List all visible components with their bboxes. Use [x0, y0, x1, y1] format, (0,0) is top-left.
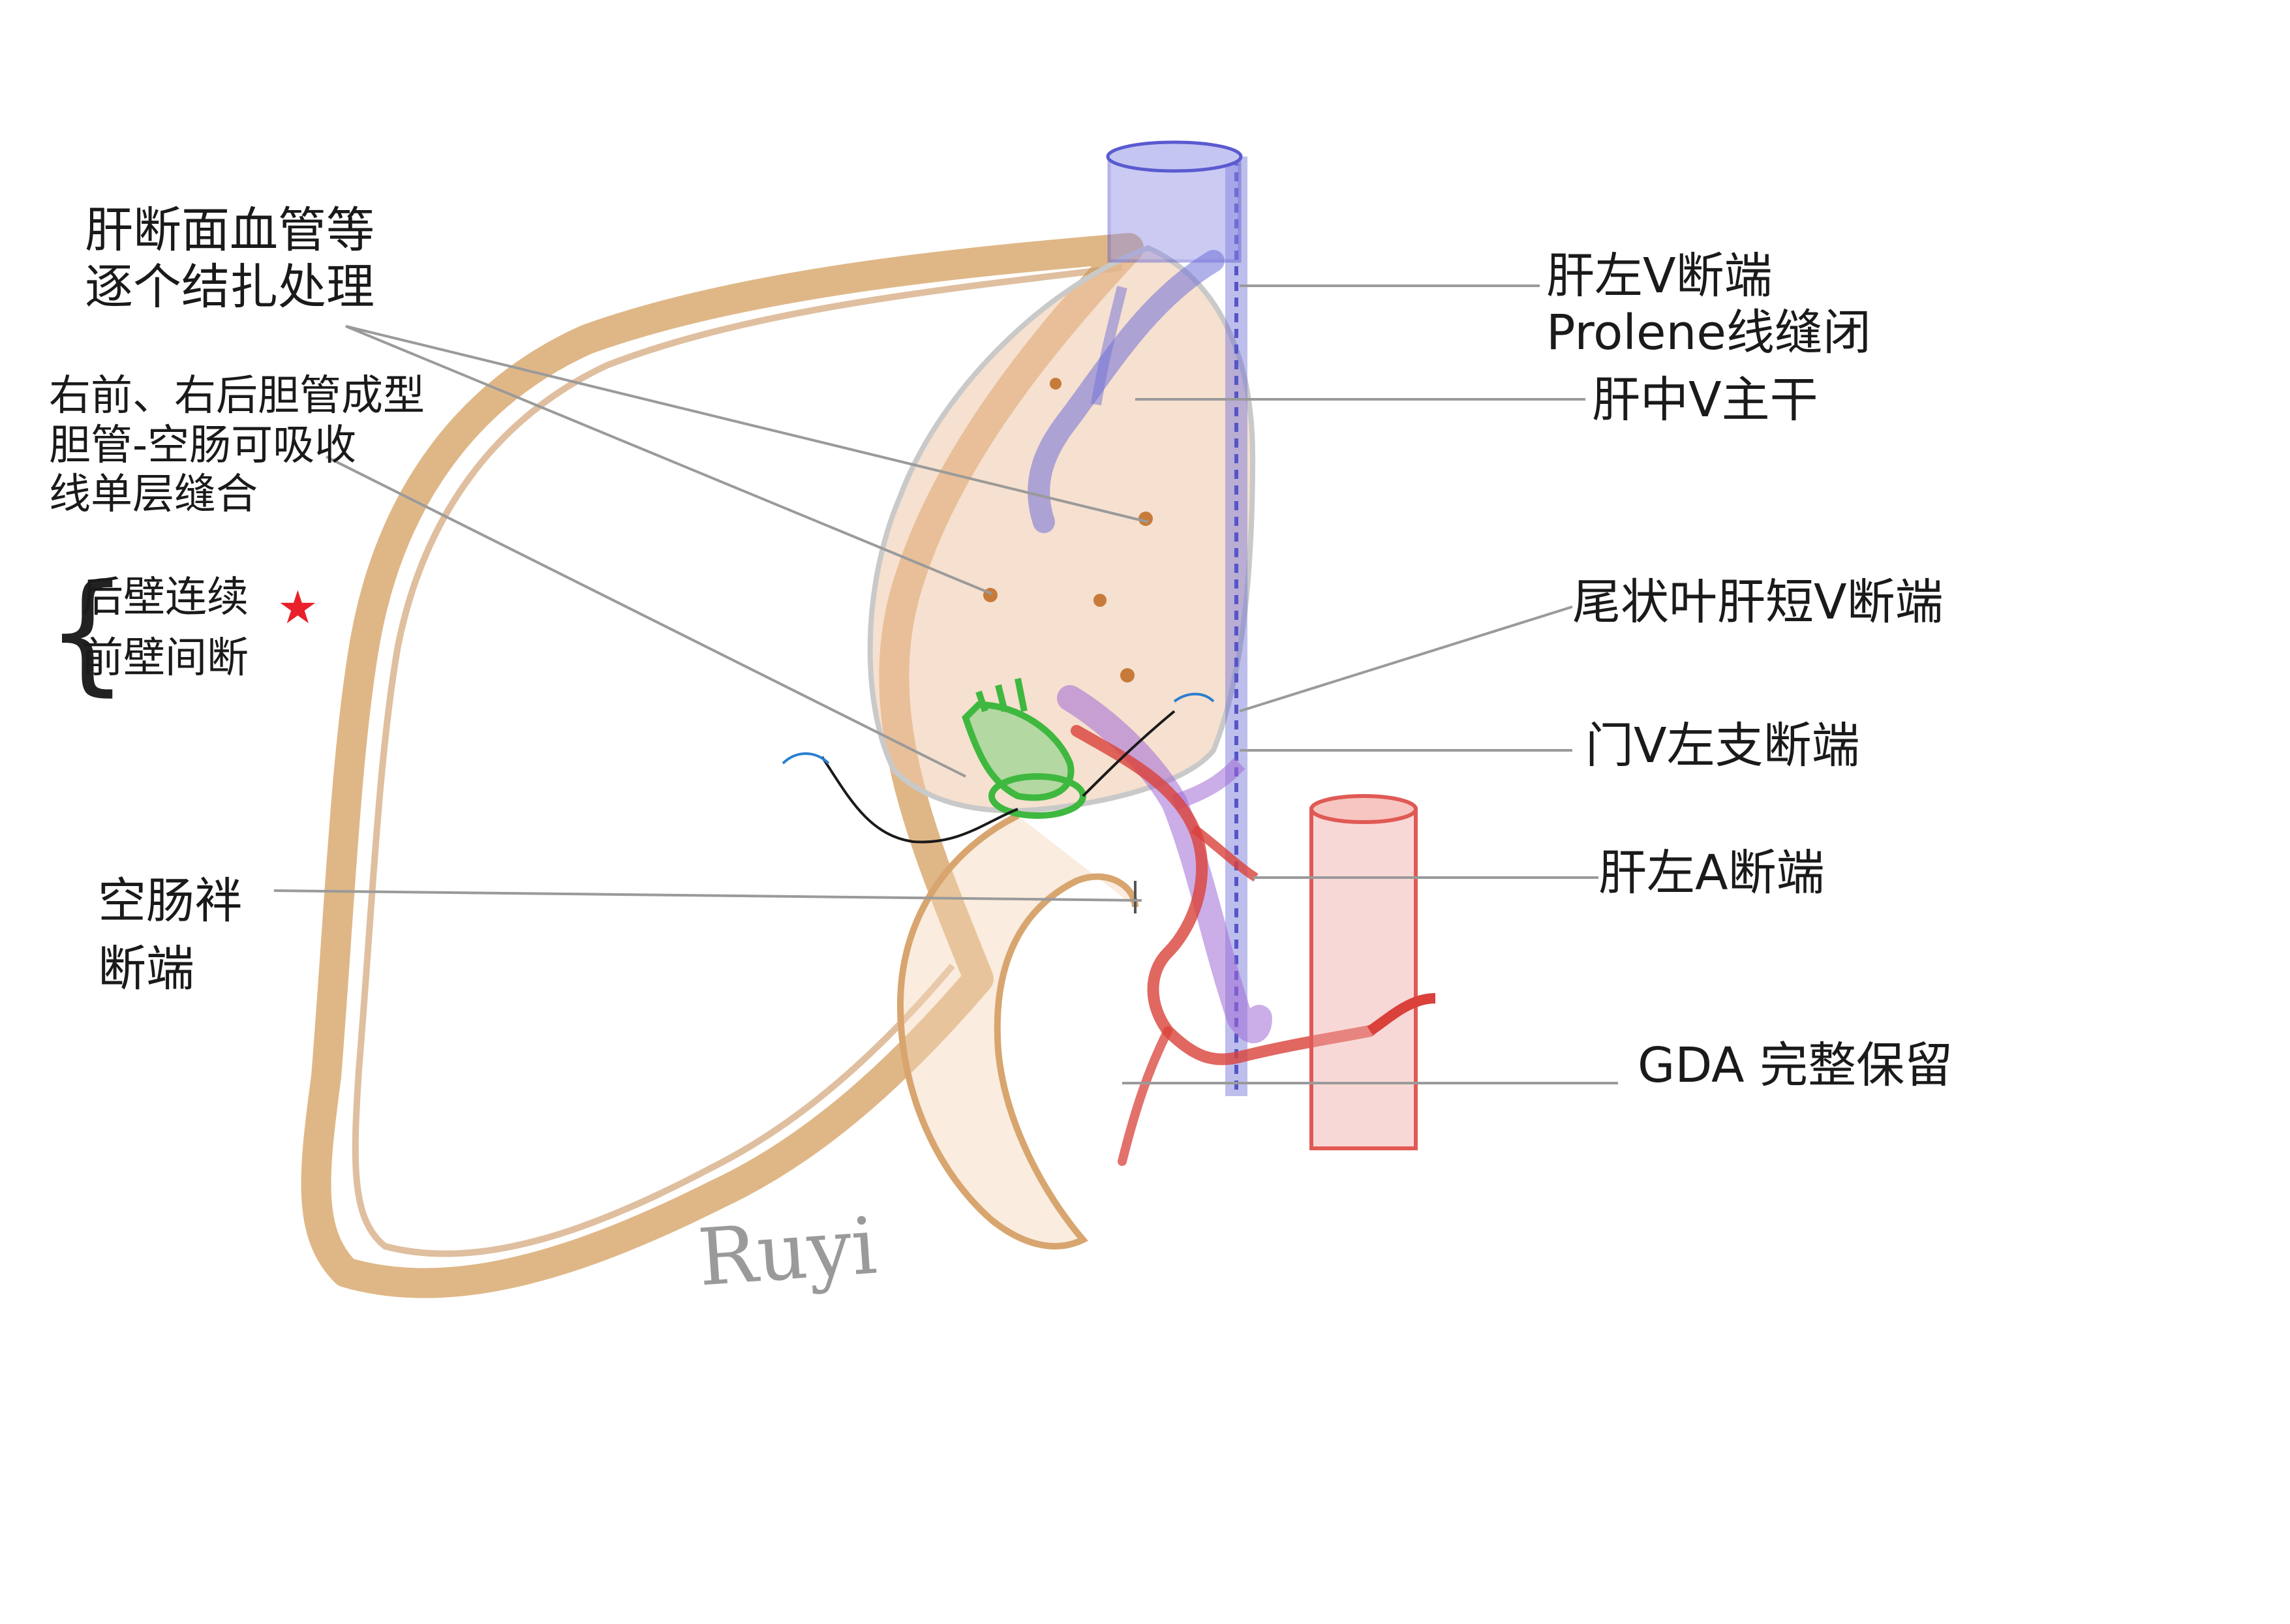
leader-lines — [273, 284, 1618, 1084]
star-icon: ★ — [277, 581, 318, 634]
gda-artery — [1118, 1026, 1172, 1166]
portal-vein — [1057, 685, 1272, 1043]
left-hepatic-vein-stump — [1106, 140, 1243, 263]
label-hepatic-surface-line2: 逐个结扎处理 — [85, 259, 374, 316]
label-jejunal-loop-line1: 空肠袢 — [98, 873, 243, 929]
label-gda: GDA 完整保留 — [1638, 1037, 1953, 1094]
label-jejunal-loop-line2: 断端 — [98, 940, 194, 997]
label-bile-duct-sub: 后壁连续 前壁间断 — [82, 568, 249, 689]
label-left-hepatic-artery: 肝左A断端 — [1598, 845, 1825, 901]
label-jejunal-loop: 空肠袢 断端 — [98, 868, 243, 1003]
label-anterior-wall: 前壁间断 — [82, 634, 249, 682]
hepatic-artery — [1071, 725, 1376, 1065]
label-hepatic-surface: 肝断面血管等 逐个结扎处理 — [85, 202, 374, 316]
jejunal-loop — [896, 812, 1138, 1249]
label-bile-duct: 右前、右后胆管成型 胆管-空肠可吸收 线单层缝合 — [49, 372, 425, 520]
brace-icon: { — [46, 557, 129, 709]
hepatic-cut-surface — [867, 245, 1256, 814]
suture-thread — [821, 756, 1018, 844]
label-left-hepatic-vein: 肝左V断端 Prolene线缝闭 — [1546, 248, 1871, 362]
label-bile-duct-line2: 胆管-空肠可吸收 — [49, 421, 357, 470]
label-posterior-wall: 后壁连续 — [82, 574, 249, 622]
label-portal-vein-left: 门V左支断端 — [1585, 718, 1860, 774]
label-bile-duct-line3: 线单层缝合 — [49, 470, 258, 519]
label-caudate-vein: 尾状叶肝短V断端 — [1572, 574, 1944, 630]
aorta — [1309, 794, 1436, 1150]
label-middle-hepatic-vein: 肝中V主干 — [1592, 372, 1818, 428]
liver-outline-inner — [352, 264, 1123, 1257]
label-bile-duct-line1: 右前、右后胆管成型 — [49, 372, 425, 420]
label-left-hepatic-vein-line2: Prolene线缝闭 — [1546, 305, 1871, 361]
artist-signature: Ruyi — [695, 1201, 880, 1304]
label-left-hepatic-vein-line1: 肝左V断端 — [1546, 248, 1773, 304]
middle-hepatic-vein — [1028, 250, 1225, 533]
label-hepatic-surface-line1: 肝断面血管等 — [85, 202, 374, 258]
